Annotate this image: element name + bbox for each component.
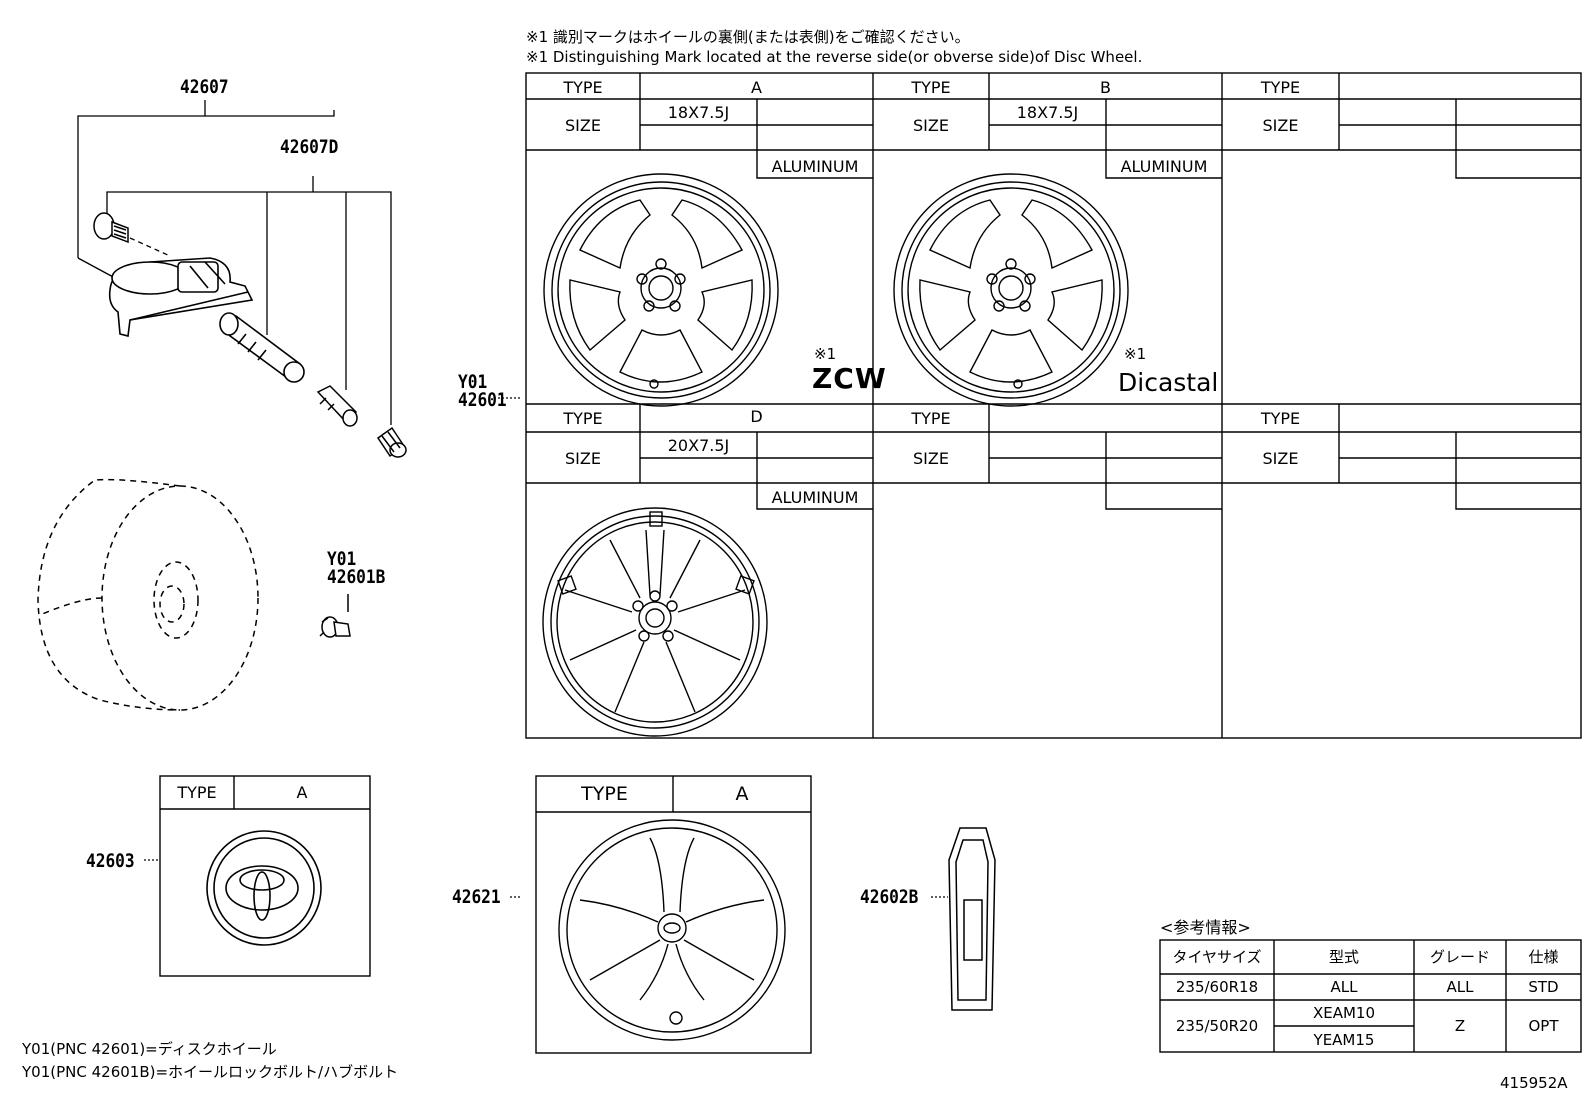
part-number-42602b: 42602B	[860, 886, 919, 908]
ref-row1-tire: 235/60R18	[1175, 978, 1259, 996]
ref-header-model: 型式	[1328, 948, 1359, 966]
part-number-42607: 42607	[180, 76, 229, 98]
wheel-b-illustration	[893, 173, 1129, 407]
ref-header-grade: グレード	[1429, 948, 1490, 966]
type-label-c: TYPE	[1260, 78, 1301, 97]
wheel-a-illustration	[543, 173, 779, 407]
note-english: ※1 Distinguishing Mark located at the re…	[526, 48, 1143, 66]
type-value-b: B	[1100, 78, 1111, 97]
ref-row1-spec: STD	[1528, 978, 1559, 996]
reference-info-grid	[1159, 939, 1582, 1053]
material-d: ALUMINUM	[771, 488, 859, 507]
wheel-cover-illustration	[558, 819, 786, 1041]
size-value-a: 18X7.5J	[667, 103, 730, 122]
footnote-2: Y01(PNC 42601B)=ホイールロックボルト/ハブボルト	[22, 1063, 399, 1081]
ref-header-tire: タイヤサイズ	[1172, 948, 1262, 966]
type-value-d: D	[750, 407, 763, 426]
ref-info-title: <参考情報>	[1160, 918, 1251, 937]
size-label-b: SIZE	[913, 116, 949, 135]
size-label-c: SIZE	[1262, 116, 1299, 135]
size-label-d: SIZE	[565, 449, 601, 468]
size-value-b: 18X7.5J	[1016, 103, 1079, 122]
tpms-sensor-icon	[108, 257, 254, 337]
type-label-d: TYPE	[563, 409, 603, 428]
lock-bolt-icon	[319, 594, 351, 638]
tpms-parts-illustration	[37, 100, 520, 898]
mark-ref-a: ※1	[814, 345, 837, 363]
mark-ref-b: ※1	[1124, 345, 1147, 363]
type-value-a: A	[751, 78, 762, 97]
ref-row2-spec: OPT	[1528, 1017, 1559, 1035]
ref-header-spec: 仕様	[1528, 948, 1559, 966]
note-japanese: ※1 識別マークはホイールの裏側(または表側)をご確認ください。	[526, 28, 970, 46]
footnote-1: Y01(PNC 42601)=ディスクホイール	[22, 1040, 277, 1058]
ref-row2-grade: Z	[1454, 1017, 1466, 1035]
valve-core-icon	[316, 385, 358, 427]
type-label-e: TYPE	[911, 409, 951, 428]
valve-stem-icon	[219, 312, 305, 383]
balance-weight-icon	[948, 827, 996, 1011]
cover-type-label: TYPE	[581, 783, 628, 805]
size-label-a: SIZE	[565, 116, 601, 135]
valve-cap-icon	[376, 426, 407, 458]
ref-row1-grade: ALL	[1446, 978, 1474, 996]
ref-row1-model: ALL	[1330, 978, 1358, 996]
ref-row2-model-a: XEAM10	[1312, 1004, 1376, 1022]
ref-row2-model-b: YEAM15	[1313, 1031, 1375, 1049]
part-number-42603: 42603	[86, 850, 135, 872]
cap-type-value: A	[296, 783, 308, 802]
screw-icon	[93, 212, 129, 244]
mark-dicastal: Dicastal	[1118, 368, 1219, 397]
mark-zcw: ZCW	[812, 362, 887, 395]
ref-row2-tire: 235/50R20	[1175, 1017, 1259, 1035]
size-label-f: SIZE	[1262, 449, 1299, 468]
part-number-42601: 42601	[458, 389, 507, 411]
wheel-d-illustration	[542, 507, 768, 737]
cover-type-value: A	[735, 783, 749, 805]
cap-type-label: TYPE	[177, 783, 217, 802]
material-a: ALUMINUM	[771, 157, 859, 176]
part-number-42607d: 42607D	[280, 136, 339, 158]
type-label-a: TYPE	[563, 78, 603, 97]
tire-icon	[37, 478, 259, 711]
size-value-d: 20X7.5J	[667, 436, 730, 455]
part-prefix-y01: Y01	[458, 371, 488, 393]
center-cap-logo	[206, 830, 322, 946]
part-number-42621: 42621	[452, 886, 501, 908]
type-label-f: TYPE	[1260, 409, 1301, 428]
diagram-id: 415952A	[1500, 1074, 1568, 1092]
size-label-e: SIZE	[913, 449, 949, 468]
material-b: ALUMINUM	[1120, 157, 1208, 176]
type-label-b: TYPE	[911, 78, 951, 97]
part-prefix-y01-bolt: Y01	[327, 548, 357, 570]
part-number-42601b: 42601B	[327, 566, 386, 588]
